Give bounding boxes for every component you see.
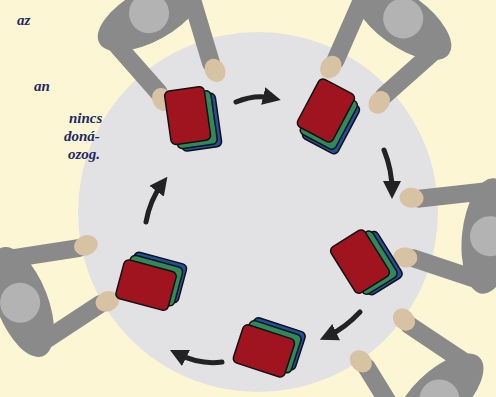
note-text: az — [17, 12, 30, 29]
note-text: doná- — [64, 128, 100, 145]
player — [0, 215, 129, 366]
note-text: ozog. — [68, 146, 100, 163]
pass-arrow — [384, 150, 392, 190]
note-text: nincs — [69, 110, 102, 127]
pass-arrow — [328, 312, 360, 336]
pass-arrow — [178, 354, 222, 363]
player — [332, 292, 496, 397]
pass-arrow — [146, 184, 162, 222]
card-pile — [232, 314, 306, 381]
card-pile — [292, 77, 365, 155]
card-pile — [329, 223, 404, 302]
pass-arrow — [236, 97, 272, 102]
player — [390, 169, 496, 297]
card-pile — [164, 85, 222, 153]
card-pile — [115, 249, 188, 313]
note-text: an — [34, 78, 50, 95]
pass-arrows — [146, 97, 392, 363]
